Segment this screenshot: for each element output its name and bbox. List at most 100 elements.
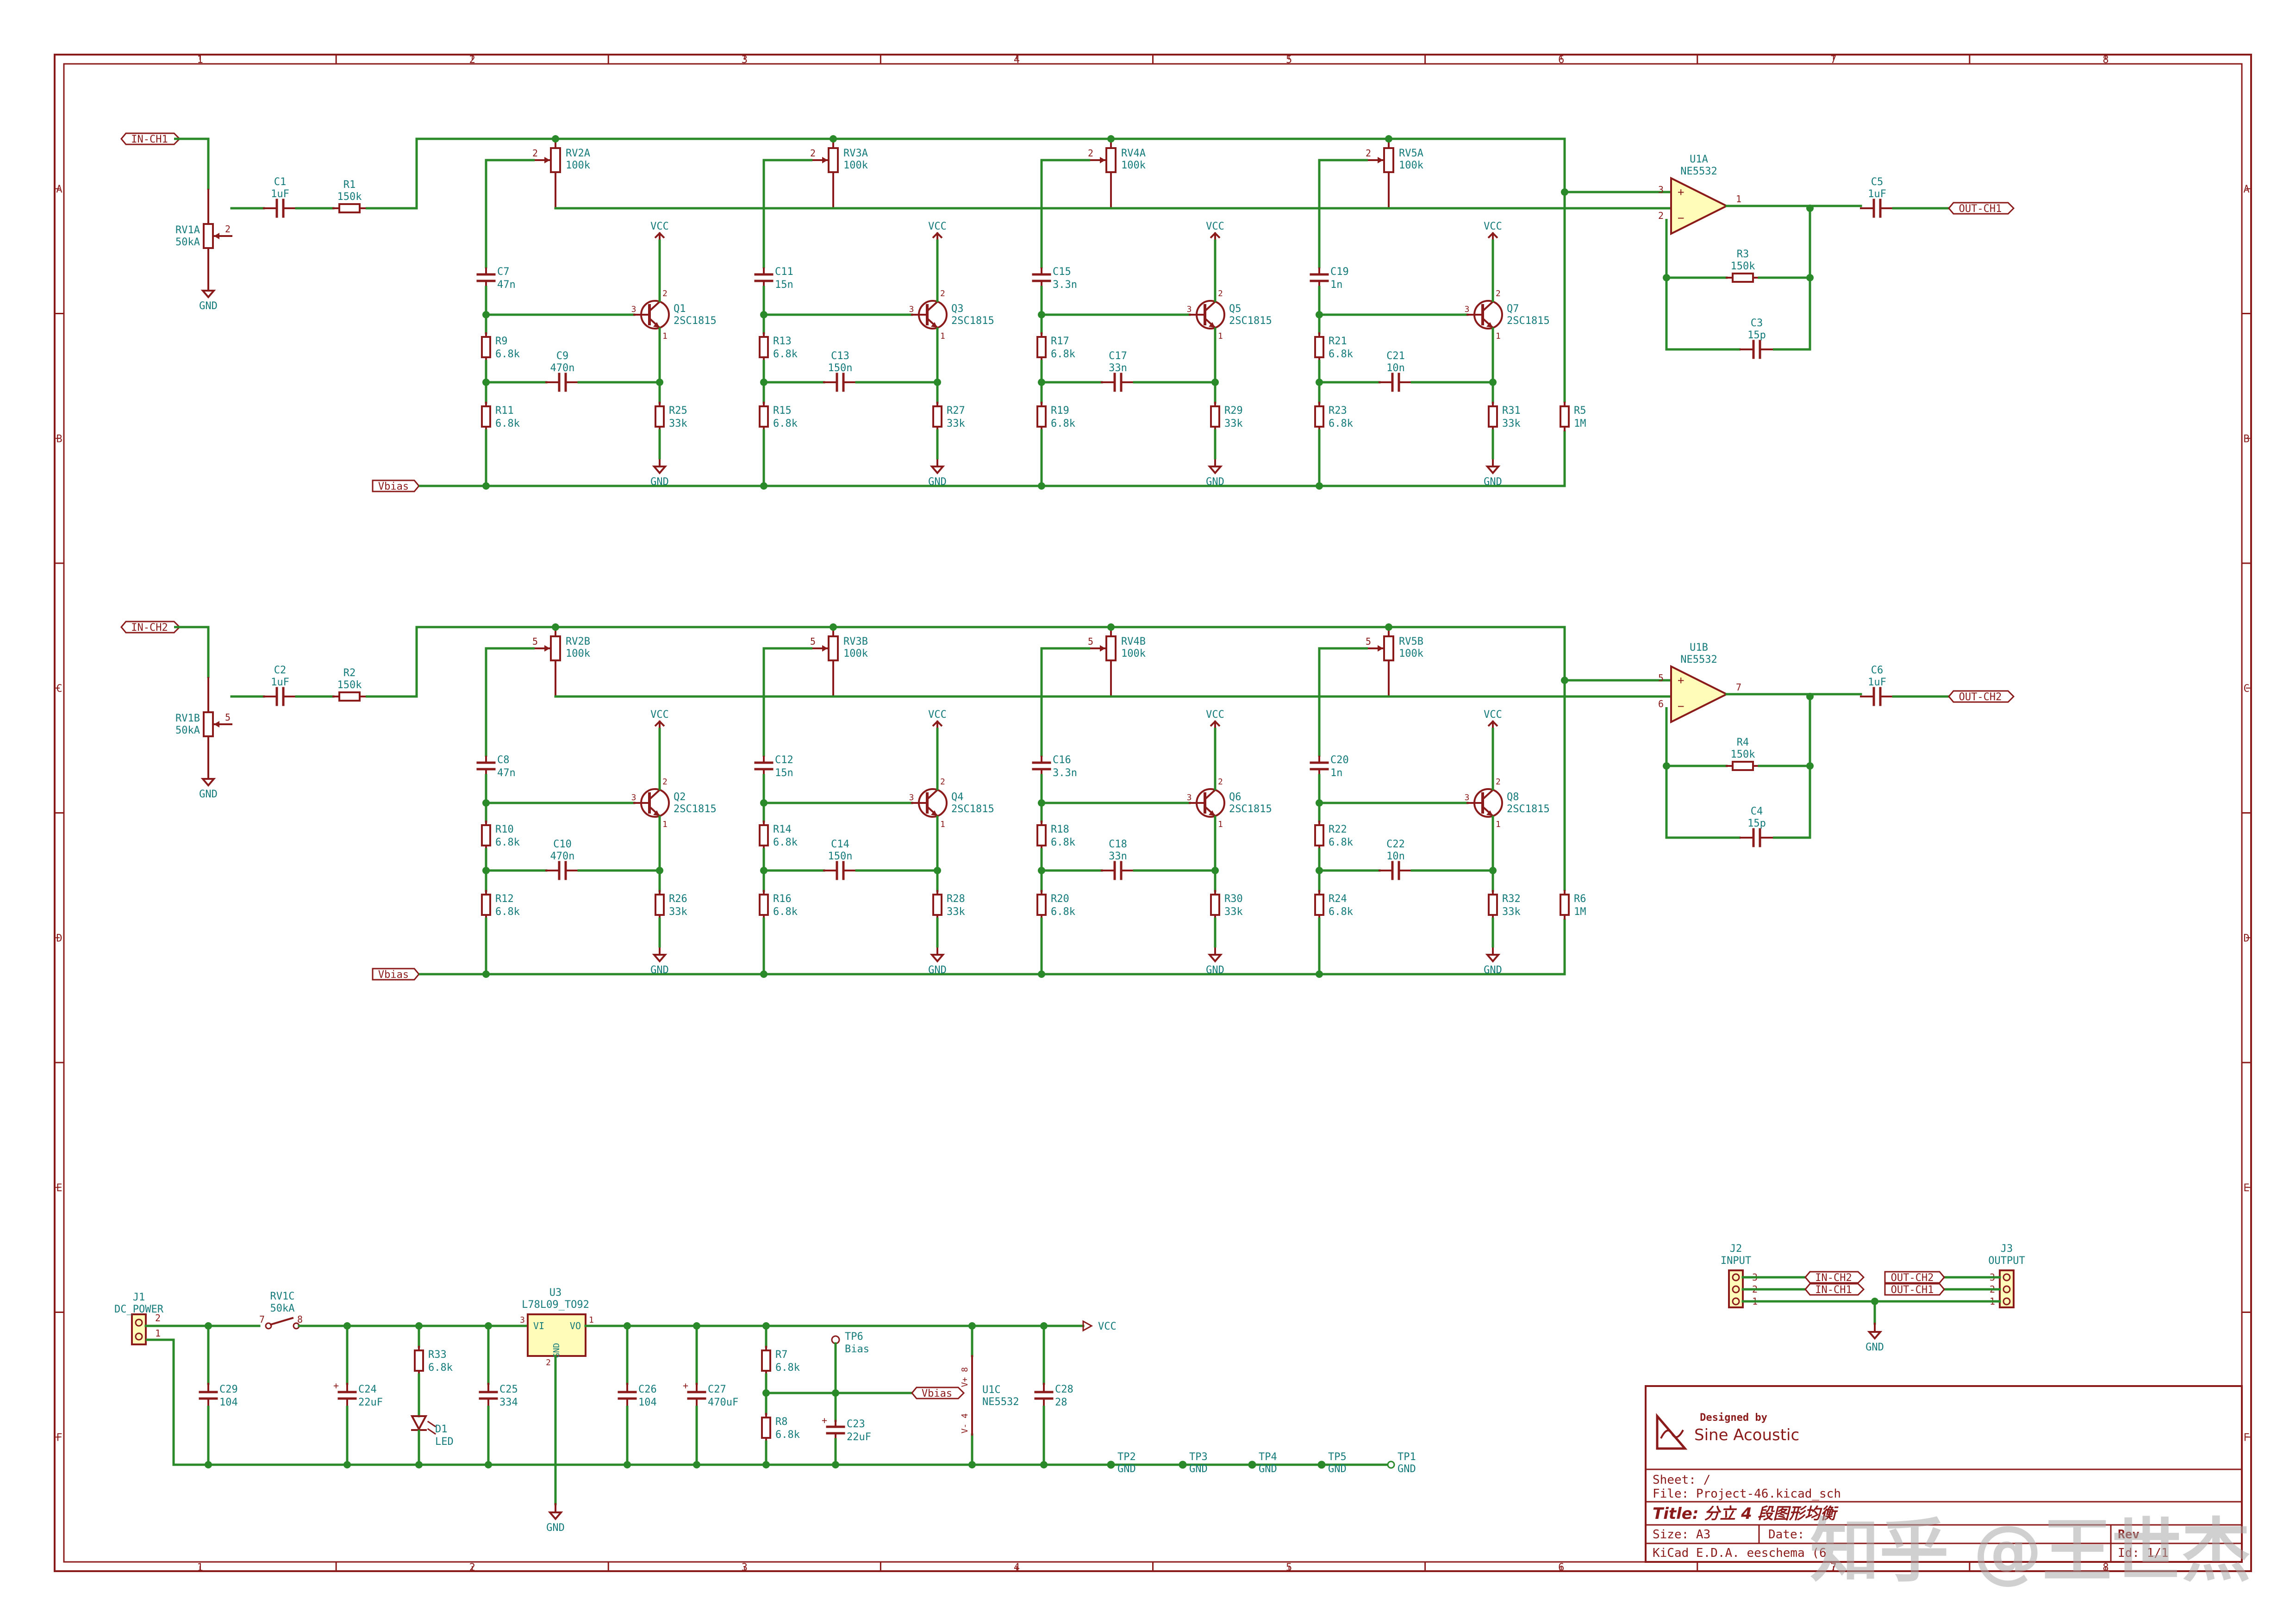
pot-pin: 2 xyxy=(225,224,231,235)
transistor-pin: 3 xyxy=(631,793,636,802)
resistor-ref: R3 xyxy=(1737,249,1749,260)
capacitor-value: 47n xyxy=(497,279,516,291)
pot-wiper-arrow xyxy=(544,157,550,163)
capacitor-ref: C9 xyxy=(556,350,569,362)
pot-ref: RV2B xyxy=(566,636,590,647)
resistor-ref: R27 xyxy=(947,405,965,417)
resistor-ref: R20 xyxy=(1051,893,1069,905)
pot-value: 100k xyxy=(1399,160,1423,171)
connector-body xyxy=(1728,1269,1744,1308)
wire xyxy=(1040,647,1090,757)
wire xyxy=(762,159,812,268)
junction-dot xyxy=(760,482,767,490)
junction-dot xyxy=(205,1322,212,1330)
vcc-symbol: VCC xyxy=(928,709,947,730)
resistor-value: 33k xyxy=(1502,418,1521,429)
capacitor-ref: C1 xyxy=(274,176,287,188)
transistor-ref: Q8 xyxy=(1507,791,1519,803)
pot-wiper-arrow xyxy=(822,645,828,652)
capacitor-ref: C2 xyxy=(274,665,287,676)
junction-dot xyxy=(1040,1461,1048,1468)
transistor-pin: 1 xyxy=(940,331,945,341)
transistor-collector xyxy=(926,789,939,801)
pot-ref: RV3A xyxy=(843,148,868,159)
transistor-ref: Q1 xyxy=(674,303,686,315)
resistor-value: 1M xyxy=(1574,418,1586,429)
junction-dot xyxy=(1806,762,1814,770)
column-marker: 5 xyxy=(1286,54,1292,66)
vcc-symbol: VCC xyxy=(1484,709,1502,730)
outer-border xyxy=(54,54,2252,1572)
resistor-body xyxy=(655,894,665,916)
vcc-label: VCC xyxy=(928,709,947,721)
pot-pin: 5 xyxy=(532,636,538,647)
connector-value: INPUT xyxy=(1721,1255,1751,1267)
pot-value: 100k xyxy=(566,160,590,171)
capacitor-value: 470n xyxy=(550,362,575,374)
capacitor-value: 1uF xyxy=(1868,188,1886,200)
pot-value: 100k xyxy=(843,160,868,171)
resistor-ref: R4 xyxy=(1737,737,1749,748)
net-label-outline xyxy=(911,1387,965,1399)
junction-dot xyxy=(656,867,663,874)
resistor-ref: R19 xyxy=(1051,405,1069,417)
test-point-ref: TP5 xyxy=(1328,1451,1347,1463)
junction-dot xyxy=(934,379,941,386)
ground-symbol: GND xyxy=(928,945,947,976)
ground-triangle xyxy=(930,954,945,963)
ground-label: GND xyxy=(546,1522,565,1534)
vbias-net-label: Vbias xyxy=(372,479,420,492)
pot-value: 100k xyxy=(1121,160,1146,171)
resistor-value: 6.8k xyxy=(1329,348,1353,360)
pot-wiper-arrow xyxy=(1378,157,1383,163)
transistor-pin: 3 xyxy=(1187,305,1192,314)
pot-body xyxy=(1383,147,1394,173)
test-point-ref: TP2 xyxy=(1117,1451,1136,1463)
resistor-ref: R24 xyxy=(1329,893,1347,905)
emitter-arrow xyxy=(931,322,937,328)
bias-divider-r7: R76.8k xyxy=(761,1346,800,1375)
pot-wiper-arrow xyxy=(214,233,219,239)
transistor-ref: Q3 xyxy=(951,303,964,315)
ground-symbol: GND xyxy=(1206,945,1224,976)
switch-ref: RV1C xyxy=(270,1291,295,1302)
resistor-body xyxy=(414,1349,424,1372)
vcc-arrow xyxy=(1487,232,1498,239)
resistor-body xyxy=(1488,894,1498,916)
led-ray xyxy=(427,1428,437,1435)
capacitor-ref: C21 xyxy=(1386,350,1405,362)
ground-label: GND xyxy=(1206,476,1224,488)
junction-dot xyxy=(832,1461,839,1468)
connector-pin xyxy=(2003,1285,2011,1293)
designed-by-label: Designed by xyxy=(1700,1412,1767,1424)
junction-dot xyxy=(1489,867,1497,874)
resistor-body xyxy=(481,894,491,916)
junction-dot xyxy=(552,135,559,143)
resistor-value: 33k xyxy=(947,906,965,918)
junction-dot xyxy=(1107,135,1115,143)
connector-pin xyxy=(1732,1273,1740,1281)
resistor-value: 6.8k xyxy=(1051,906,1075,918)
resistor-value: 33k xyxy=(1224,906,1243,918)
resistor-ref: R1 xyxy=(343,179,356,191)
ground-symbol: GND xyxy=(1866,1323,1884,1353)
regulator-ref: U3 xyxy=(549,1287,562,1299)
resistor-ref: R21 xyxy=(1329,336,1347,347)
resistor-value: 6.8k xyxy=(1329,906,1353,918)
resistor-body xyxy=(1732,273,1754,283)
transistor-pin: 1 xyxy=(1218,820,1223,829)
resistor-value: 33k xyxy=(669,418,687,429)
resistor-ref: R16 xyxy=(773,893,792,905)
